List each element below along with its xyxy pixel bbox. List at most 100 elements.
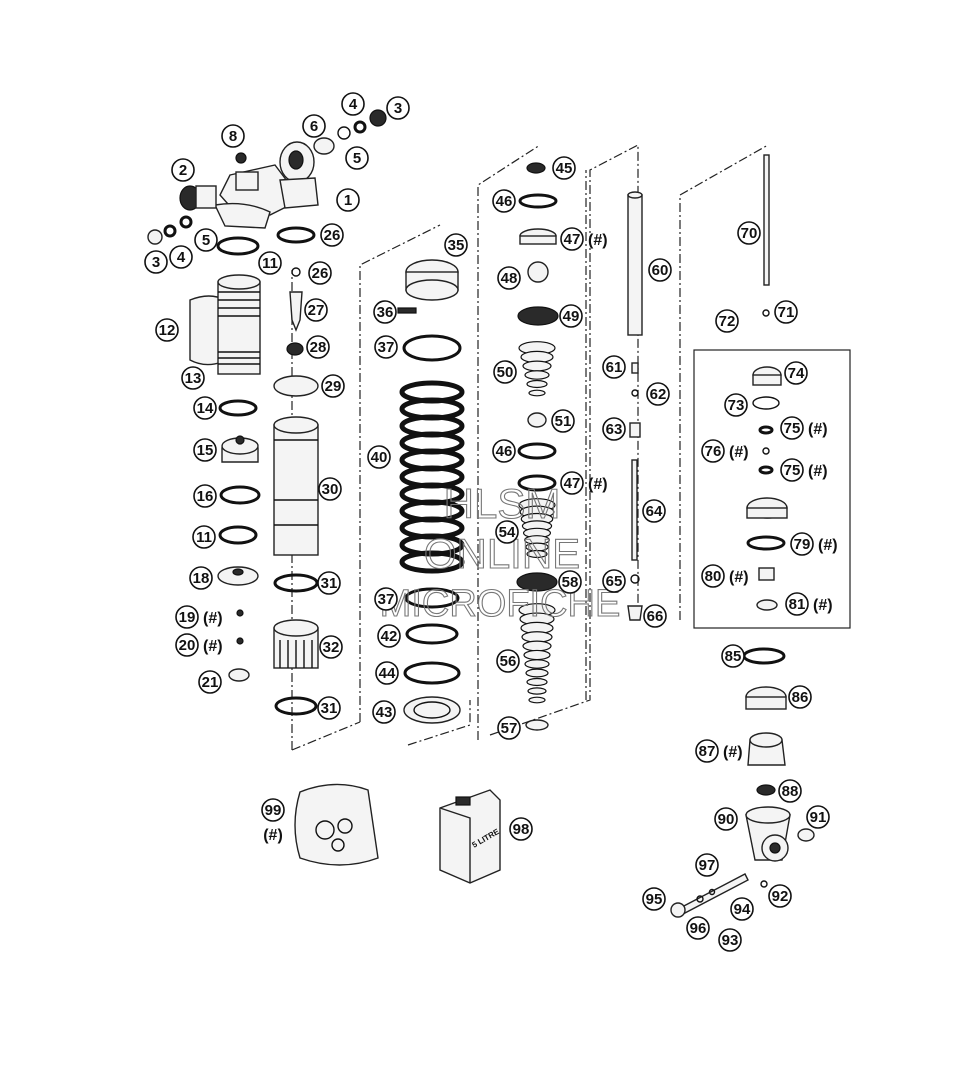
callout-circle (780, 416, 804, 440)
callout-circle (560, 227, 584, 251)
callout-number: 93 (722, 932, 739, 949)
callout-number: 3 (394, 100, 402, 117)
callout-number: 29 (325, 378, 342, 395)
callout-circle (509, 817, 533, 841)
shim-disc (525, 668, 549, 678)
callout-circle (377, 624, 401, 648)
callout-number: 66 (647, 608, 664, 625)
callout-hash: (#) (203, 638, 223, 655)
callout-hash: (#) (588, 232, 608, 249)
callout-54: 54 (495, 520, 519, 544)
callout-30: 30 (318, 477, 342, 501)
shim-stack-56 (518, 603, 556, 704)
callout-number: 73 (728, 397, 745, 414)
callout-circle (336, 188, 360, 212)
callout-number: 72 (719, 313, 736, 330)
callout-number: 26 (324, 227, 341, 244)
callout-number: 79 (794, 536, 811, 553)
callout-number: 62 (650, 386, 667, 403)
callout-98: 98 (509, 817, 533, 841)
callout-number: 91 (810, 809, 827, 826)
callout-47: 47(#) (560, 471, 608, 495)
callout-74: 74 (784, 361, 808, 385)
callout-circle (171, 158, 195, 182)
callout-number: 6 (310, 118, 318, 135)
callout-87: 87(#) (695, 739, 743, 763)
callout-circle (784, 361, 808, 385)
callout-46: 46 (492, 189, 516, 213)
callout-circle (374, 335, 398, 359)
callout-28: 28 (306, 335, 330, 359)
callout-number: 60 (652, 262, 669, 279)
callout-circle (221, 124, 245, 148)
callout-6: 6 (302, 114, 326, 138)
callout-circle (724, 393, 748, 417)
group-72-box (693, 349, 851, 629)
callout-circle (198, 670, 222, 694)
callout-99: 99(#) (261, 798, 285, 844)
callout-number: 13 (185, 370, 202, 387)
callout-circle (144, 250, 168, 274)
callout-79: 79(#) (790, 532, 838, 556)
callout-16: 16 (193, 484, 217, 508)
callout-circle (497, 266, 521, 290)
callout-37: 37 (374, 335, 398, 359)
shim-disc (524, 659, 550, 669)
callout-14: 14 (193, 396, 217, 420)
callout-11: 11 (192, 525, 216, 549)
spring-parts (397, 259, 465, 724)
main-spring (399, 380, 465, 574)
callout-73: 73 (724, 393, 748, 417)
callout-circle (375, 661, 399, 685)
callout-circle (643, 604, 667, 628)
callout-circle (308, 261, 332, 285)
callout-56: 56 (496, 649, 520, 673)
callout-number: 81 (789, 596, 806, 613)
callout-circle (304, 298, 328, 322)
callout-5: 5 (194, 228, 218, 252)
callout-circle (181, 366, 205, 390)
callout-hash: (#) (729, 444, 749, 461)
callout-number: 75 (784, 462, 801, 479)
callout-8: 8 (221, 124, 245, 148)
callout-96: 96 (686, 916, 710, 940)
callout-number: 65 (606, 573, 623, 590)
callout-number: 54 (499, 524, 516, 541)
callout-90: 90 (714, 807, 738, 831)
callout-51: 51 (551, 409, 575, 433)
callout-number: 32 (323, 639, 340, 656)
callout-circle (695, 739, 719, 763)
callout-45: 45 (552, 156, 576, 180)
callout-57: 57 (497, 716, 521, 740)
callout-circle (372, 700, 396, 724)
watermark-line-3: MICROFICHE (380, 583, 621, 625)
callout-18: 18 (189, 566, 213, 590)
callout-number: 15 (197, 442, 214, 459)
callout-number: 50 (497, 364, 514, 381)
callout-hash: (#) (808, 463, 828, 480)
shim-disc (526, 549, 548, 559)
callout-circle (444, 233, 468, 257)
callout-circle (155, 318, 179, 342)
callout-26: 26 (308, 261, 332, 285)
reservoir-parts (189, 236, 261, 682)
callout-number: 56 (500, 653, 517, 670)
callout-hash: (#) (808, 421, 828, 438)
callout-number: 71 (778, 304, 795, 321)
callout-circle (341, 92, 365, 116)
shock-body (273, 226, 319, 716)
callout-circle (169, 245, 193, 269)
callout-3: 3 (386, 96, 410, 120)
callout-hash: (#) (723, 744, 743, 761)
shim-disc (524, 370, 550, 380)
callout-circle (193, 396, 217, 420)
callout-number: 94 (734, 901, 751, 918)
callout-85: 85 (721, 644, 745, 668)
callout-2: 2 (171, 158, 195, 182)
callout-circle (193, 484, 217, 508)
callout-43: 43 (372, 700, 396, 724)
callout-number: 90 (718, 811, 735, 828)
callout-circle (317, 571, 341, 595)
callout-4: 4 (341, 92, 365, 116)
callout-circle (175, 605, 199, 629)
